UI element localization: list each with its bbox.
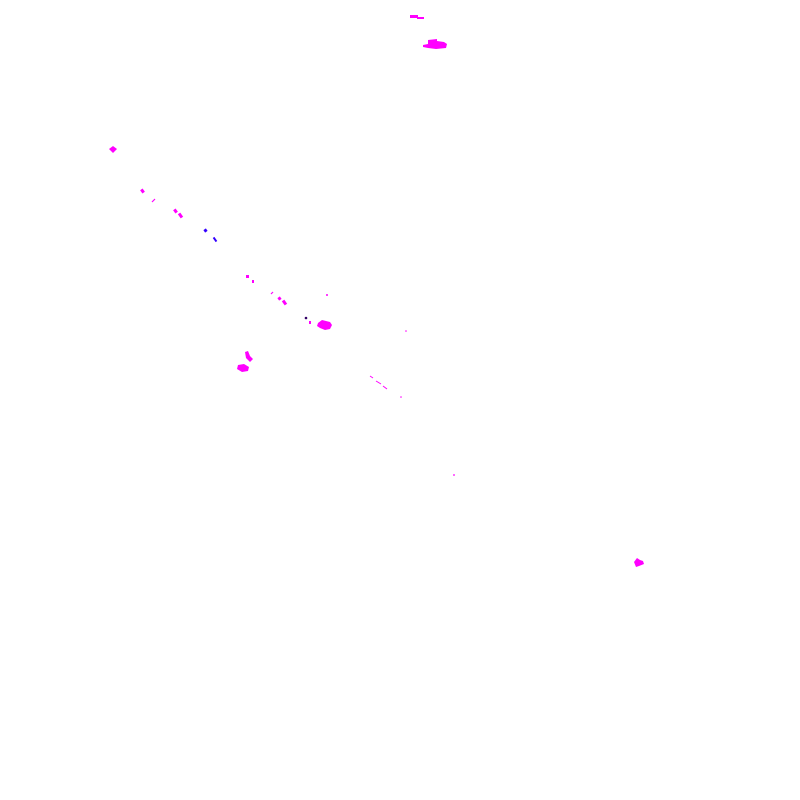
map-feature xyxy=(369,375,374,379)
map-feature xyxy=(317,320,332,330)
map-feature xyxy=(173,208,178,214)
map-feature xyxy=(410,15,424,19)
map-feature xyxy=(423,39,447,49)
map-feature xyxy=(400,396,402,398)
map-feature xyxy=(304,316,308,320)
map-feature xyxy=(405,330,407,332)
map-feature xyxy=(140,188,145,194)
map-feature xyxy=(151,198,156,203)
map-feature xyxy=(203,228,208,233)
map-feature xyxy=(245,351,253,362)
map-feature xyxy=(252,280,254,283)
map-feature xyxy=(177,212,184,219)
map-feature xyxy=(246,275,249,278)
map-feature xyxy=(237,364,249,372)
map-feature xyxy=(277,296,282,301)
map-feature xyxy=(375,380,382,385)
map-feature xyxy=(309,321,311,324)
map-feature xyxy=(382,385,388,390)
map-feature xyxy=(109,146,117,153)
map-feature xyxy=(281,299,288,306)
map-feature xyxy=(270,291,274,295)
map-feature xyxy=(212,236,218,243)
map-feature xyxy=(326,294,328,296)
map-feature xyxy=(634,558,644,567)
map-feature xyxy=(453,474,455,476)
